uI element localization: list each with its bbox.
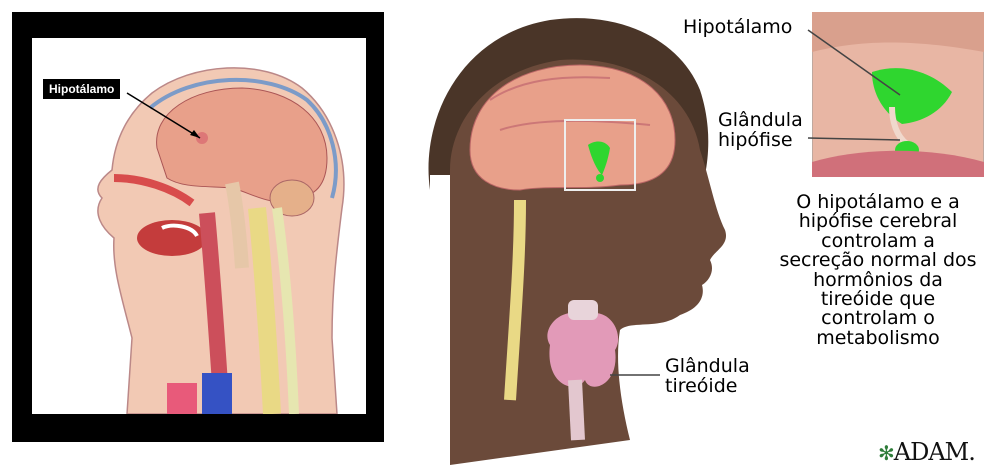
hipofise-label: Glândula hipófise [718,111,803,151]
explanatory-caption: O hipotálamo e a hipófise cerebral contr… [760,193,996,348]
adam-logo-mark-icon: ✻ [878,441,894,465]
adam-logo: ✻ADAM. [878,438,975,466]
hipofise-label-line1: Glândula [718,111,803,131]
tireoide-label-line1: Glândula [665,357,750,377]
adam-logo-text: ADAM. [894,438,975,466]
hipotalamo-label-right: Hipotálamo [683,18,792,38]
caption-line: hormônios da [760,271,996,290]
tireoide-label-line2: tireóide [665,377,750,397]
inset-leader-lines [800,20,920,150]
caption-line: hipófise cerebral [760,212,996,231]
caption-line: metabolismo [760,329,996,348]
hipotalamo-label-left: Hipotálamo [42,78,121,100]
hipofise-label-line2: hipófise [718,131,803,151]
caption-line: controlam o [760,309,996,328]
tireoide-label: Glândula tireóide [665,357,750,397]
caption-line: secreção normal dos [760,251,996,270]
